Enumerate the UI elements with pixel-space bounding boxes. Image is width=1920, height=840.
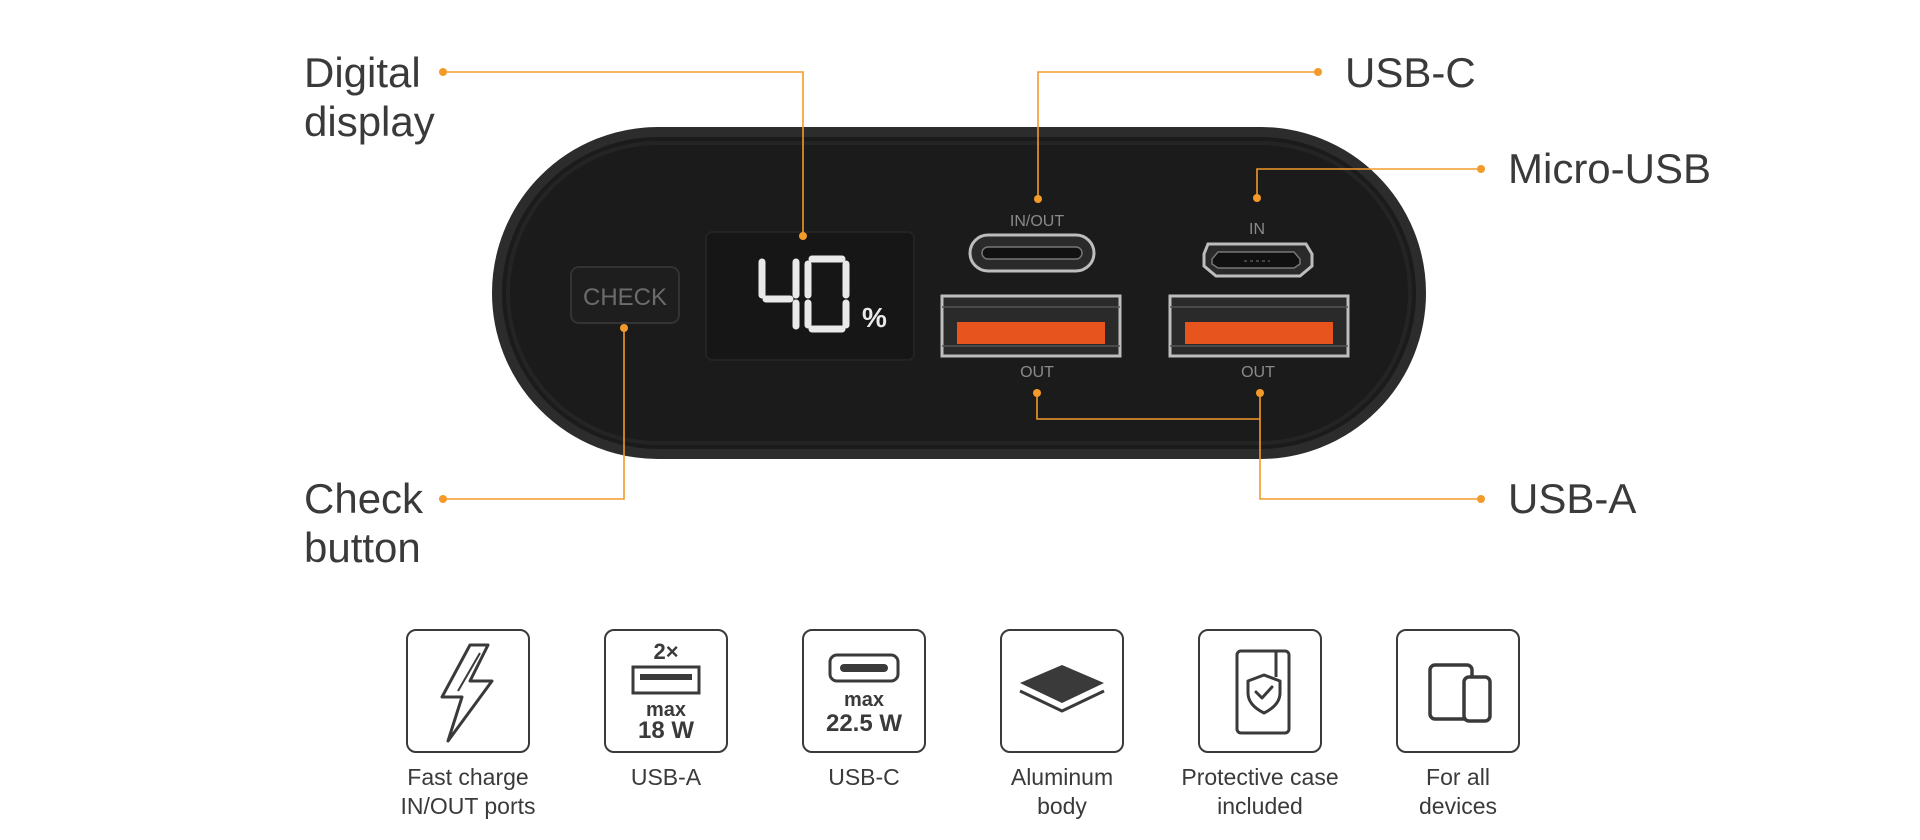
leader-check-button bbox=[443, 328, 625, 500]
feature-label-line: USB-C bbox=[828, 764, 900, 790]
callout-digital-display-line2: display bbox=[304, 98, 435, 145]
usb-c-port-label: IN/OUT bbox=[1010, 213, 1064, 230]
feature-protective-case-box bbox=[1198, 629, 1322, 753]
callout-check-button-line2: button bbox=[304, 524, 421, 571]
powerbank-body bbox=[492, 127, 1426, 459]
callout-micro-usb-text: Micro-USB bbox=[1508, 145, 1712, 192]
callout-usb-a: USB-A bbox=[1508, 474, 1636, 523]
feature-protective-case-label: Protective case included bbox=[1155, 763, 1365, 821]
display-value-readout: 40 bbox=[706, 232, 856, 360]
micro-usb-port-label: IN bbox=[1249, 221, 1265, 238]
feature-label-line: Fast charge bbox=[407, 764, 529, 790]
usb-a-port-2: OUT bbox=[1168, 294, 1350, 381]
devices-icon bbox=[1428, 663, 1492, 723]
leader-usb-a bbox=[1036, 393, 1261, 420]
micro-usb-port: IN bbox=[1202, 221, 1314, 278]
aluminum-layers-icon bbox=[1019, 665, 1105, 713]
feature-fast-charge-label: Fast charge IN/OUT ports bbox=[363, 763, 573, 821]
feature-usb-c: max 22.5 W USB-C bbox=[799, 629, 929, 792]
feature-aluminum-label: Aluminum body bbox=[957, 763, 1167, 821]
usb-a-spec-power: 18 W bbox=[638, 717, 694, 744]
usb-a-port-2-label: OUT bbox=[1241, 364, 1275, 381]
callout-usb-c: USB-C bbox=[1345, 48, 1476, 97]
feature-fast-charge-box bbox=[406, 629, 530, 753]
callout-usb-c-text: USB-C bbox=[1345, 49, 1476, 96]
callout-micro-usb: Micro-USB bbox=[1508, 144, 1711, 193]
feature-all-devices-box bbox=[1396, 629, 1520, 753]
callout-digital-display: Digital display bbox=[304, 48, 435, 146]
feature-aluminum-box bbox=[1000, 629, 1124, 753]
callout-check-button-line1: Check bbox=[304, 475, 424, 522]
usb-c-spec-max: max bbox=[844, 689, 884, 711]
leader-digital-display bbox=[443, 71, 804, 236]
feature-all-devices: For all devices bbox=[1393, 629, 1523, 821]
usb-c-spec-power: 22.5 W bbox=[826, 710, 902, 737]
callout-usb-a-text: USB-A bbox=[1508, 475, 1637, 522]
feature-usb-c-box: max 22.5 W bbox=[802, 629, 926, 753]
usb-a-spec-max: max bbox=[646, 699, 686, 721]
callout-check-button: Check button bbox=[304, 474, 423, 572]
display-digits bbox=[758, 255, 850, 333]
feature-all-devices-label: For all devices bbox=[1353, 763, 1563, 821]
usb-a-count: 2× bbox=[653, 639, 678, 664]
usb-a-port-1: OUT bbox=[940, 294, 1122, 381]
feature-usb-c-label: USB-C bbox=[759, 763, 969, 792]
feature-usb-a: 2× max 18 W USB-A bbox=[601, 629, 731, 792]
leader-micro-usb bbox=[1256, 168, 1481, 198]
leader-dots bbox=[439, 68, 1485, 503]
feature-aluminum: Aluminum body bbox=[997, 629, 1127, 821]
leader-usb-c bbox=[1037, 71, 1318, 199]
callout-digital-display-line1: Digital bbox=[304, 49, 421, 96]
feature-label-line: included bbox=[1217, 793, 1303, 819]
usb-a-icon: 2× max 18 W bbox=[631, 639, 701, 744]
feature-fast-charge: Fast charge IN/OUT ports bbox=[400, 629, 536, 821]
feature-label-line: USB-A bbox=[630, 764, 702, 790]
feature-usb-a-label: USB-A bbox=[561, 763, 771, 792]
lightning-icon bbox=[440, 643, 494, 743]
digital-display: % bbox=[705, 231, 915, 361]
usb-c-port: IN/OUT bbox=[968, 213, 1096, 273]
feature-label-line: For all bbox=[1426, 764, 1490, 790]
check-button: CHECK bbox=[570, 266, 680, 324]
protective-case-icon bbox=[1235, 649, 1291, 735]
feature-usb-a-box: 2× max 18 W bbox=[604, 629, 728, 753]
usb-c-icon: max 22.5 W bbox=[826, 653, 902, 737]
check-button-label: CHECK bbox=[583, 284, 667, 311]
leader-lines bbox=[443, 71, 1481, 500]
feature-protective-case: Protective case included bbox=[1181, 629, 1339, 821]
feature-label-line: Aluminum bbox=[1010, 764, 1114, 790]
usb-a-port-1-label: OUT bbox=[1020, 364, 1054, 381]
feature-label-line: IN/OUT ports bbox=[400, 793, 536, 819]
feature-label-line: devices bbox=[1419, 793, 1497, 819]
feature-label-line: Protective case bbox=[1181, 764, 1339, 790]
feature-label-line: body bbox=[1037, 793, 1087, 819]
leader-usb-a-main bbox=[1259, 419, 1481, 500]
display-unit: % bbox=[862, 302, 887, 333]
